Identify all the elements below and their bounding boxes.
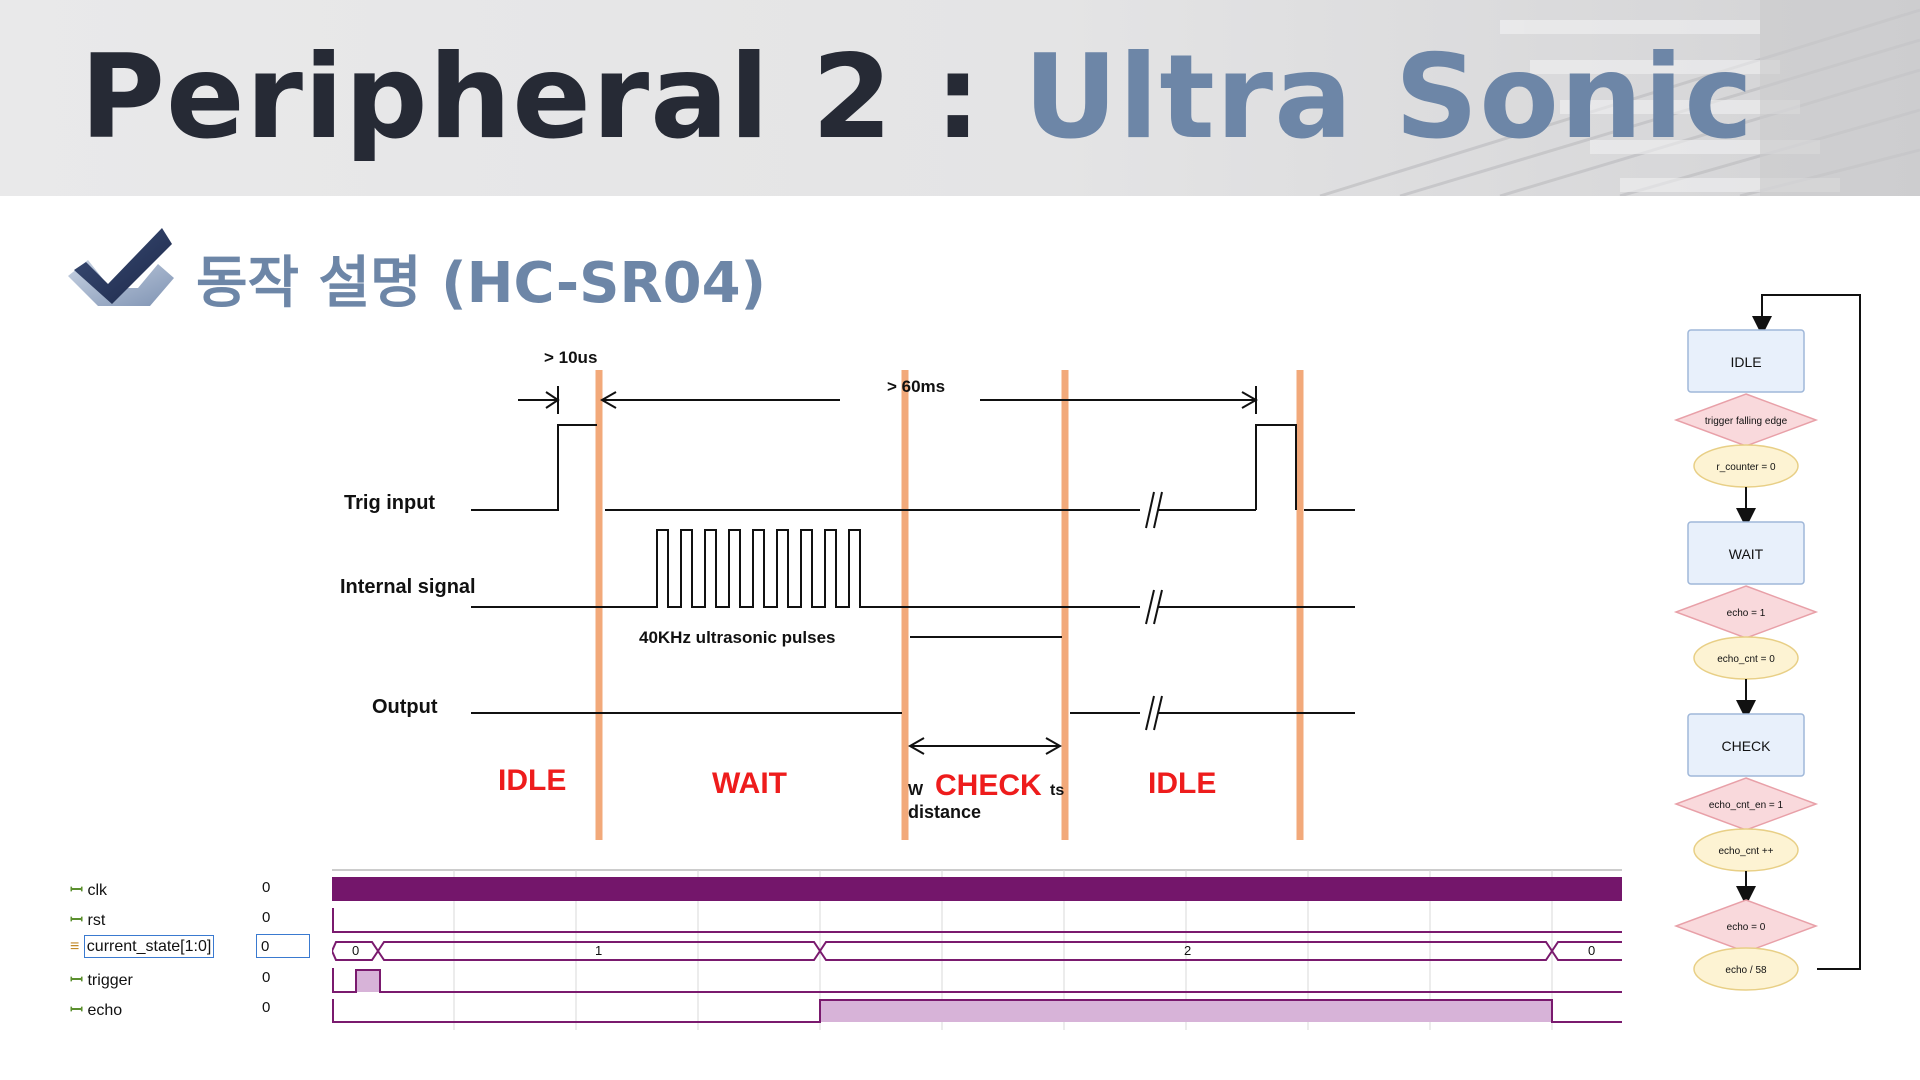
waveform-plot: 0 1 2 0 <box>332 869 1622 1030</box>
signal-value-trigger: 0 <box>262 969 271 986</box>
loop-back-arrow <box>1752 294 1861 970</box>
flow-cond-trigger-label: trigger falling edge <box>1705 416 1788 427</box>
gt10us-label: > 10us <box>544 348 597 367</box>
pulses-label: 40KHz ultrasonic pulses <box>639 628 836 647</box>
signal-name-current-state: current_state[1:0] <box>83 935 215 958</box>
state-label-wait: WAIT <box>712 767 787 800</box>
flow-action-echo58 <box>1693 947 1799 991</box>
bus-signal-icon: ≡ <box>70 938 80 955</box>
signal-row-trigger[interactable]: ꟷ trigger <box>70 968 133 990</box>
signal-row-echo[interactable]: ꟷ echo <box>70 998 122 1020</box>
signal-name-clk: clk <box>87 882 108 899</box>
distance-label: distance <box>908 802 981 822</box>
flow-action-rcounter-label: r_counter = 0 <box>1716 462 1776 473</box>
trigger-waveform <box>332 968 1622 993</box>
state-value-2: 2 <box>1184 943 1191 958</box>
staircase-background <box>1319 0 1920 196</box>
waveform-viewer: ꟷ clk ꟷ rst ≡ current_state[1:0] ꟷ trigg… <box>66 862 1626 1030</box>
gt60ms-label: > 60ms <box>887 377 945 396</box>
title-part-1: Peripheral 2 : <box>80 30 1024 165</box>
state-label-idle-2: IDLE <box>1148 767 1216 800</box>
bit-signal-icon: ꟷ <box>70 912 84 929</box>
signal-row-rst[interactable]: ꟷ rst <box>70 908 105 930</box>
distance-frag-1: W <box>908 782 924 799</box>
bit-signal-icon: ꟷ <box>70 882 84 899</box>
flow-state-wait <box>1687 521 1805 585</box>
signal-name-rst: rst <box>87 912 106 929</box>
output-label: Output <box>372 696 438 718</box>
header-banner: Peripheral 2 : Ultra Sonic <box>0 0 1920 196</box>
state-dividers <box>595 370 1304 840</box>
title-part-2: Ultra Sonic <box>1023 30 1755 165</box>
flow-state-idle <box>1687 329 1805 393</box>
state-labels: IDLE WAIT CHECK IDLE <box>498 764 1216 802</box>
signal-names-pane: ꟷ clk ꟷ rst ≡ current_state[1:0] ꟷ trigg… <box>66 862 266 1030</box>
distance-frag-2: ts <box>1050 782 1064 799</box>
internal-signal-label: Internal signal <box>340 576 476 598</box>
flow-cond-echo0-label: echo = 0 <box>1727 922 1766 933</box>
state-value-0: 0 <box>352 943 359 958</box>
signal-value-rst: 0 <box>262 909 271 926</box>
timing-diagram: > 10us > 60ms Trig input Internal signal… <box>340 348 1355 840</box>
state-label-check: CHECK <box>935 769 1042 802</box>
signal-row-clk[interactable]: ꟷ clk <box>70 878 107 900</box>
signal-row-current-state[interactable]: ≡ current_state[1:0] <box>70 935 215 958</box>
flow-action-echocnt0-label: echo_cnt = 0 <box>1717 654 1775 665</box>
flow-state-check <box>1687 713 1805 777</box>
bit-signal-icon: ꟷ <box>70 1002 84 1019</box>
signal-name-echo: echo <box>87 1002 123 1019</box>
flow-state-wait-label: WAIT <box>1729 546 1764 562</box>
signal-name-trigger: trigger <box>87 972 133 989</box>
section-subtitle: 동작 설명 (HC-SR04) <box>196 251 767 316</box>
trig-waveform <box>471 424 1355 529</box>
flow-action-echocntinc-label: echo_cnt ++ <box>1718 846 1773 857</box>
page-title: Peripheral 2 : Ultra Sonic <box>80 30 1754 165</box>
gt60ms-arrow <box>599 386 1259 414</box>
signal-values-pane: 0 0 0 0 0 <box>256 862 376 1030</box>
signal-value-echo: 0 <box>262 999 271 1016</box>
current-state-values: 0 1 2 0 <box>352 943 1595 958</box>
flow-state-idle-label: IDLE <box>1730 354 1761 370</box>
output-waveform <box>471 695 1355 755</box>
clk-waveform <box>332 877 1622 901</box>
flow-action-echo58-label: echo / 58 <box>1725 965 1767 976</box>
trig-input-label: Trig input <box>344 492 435 514</box>
flow-cond-echo1-label: echo = 1 <box>1727 608 1766 619</box>
state-flowchart: IDLE trigger falling edge r_counter = 0 … <box>1673 294 1861 991</box>
state-value-1: 1 <box>595 943 602 958</box>
state-value-3: 0 <box>1588 943 1595 958</box>
flow-cond-echocnten-label: echo_cnt_en = 1 <box>1709 800 1784 811</box>
signal-value-clk: 0 <box>262 879 271 896</box>
rst-waveform <box>332 908 1622 933</box>
state-label-idle-1: IDLE <box>498 764 566 797</box>
bit-signal-icon: ꟷ <box>70 972 84 989</box>
checkbox-icon <box>68 228 174 306</box>
internal-waveform <box>471 529 1355 638</box>
flow-state-check-label: CHECK <box>1721 738 1771 754</box>
signal-value-current-state: 0 <box>256 934 310 958</box>
current-state-waveform <box>332 941 1622 961</box>
echo-waveform <box>332 999 1622 1023</box>
gt10us-arrow <box>518 386 560 414</box>
